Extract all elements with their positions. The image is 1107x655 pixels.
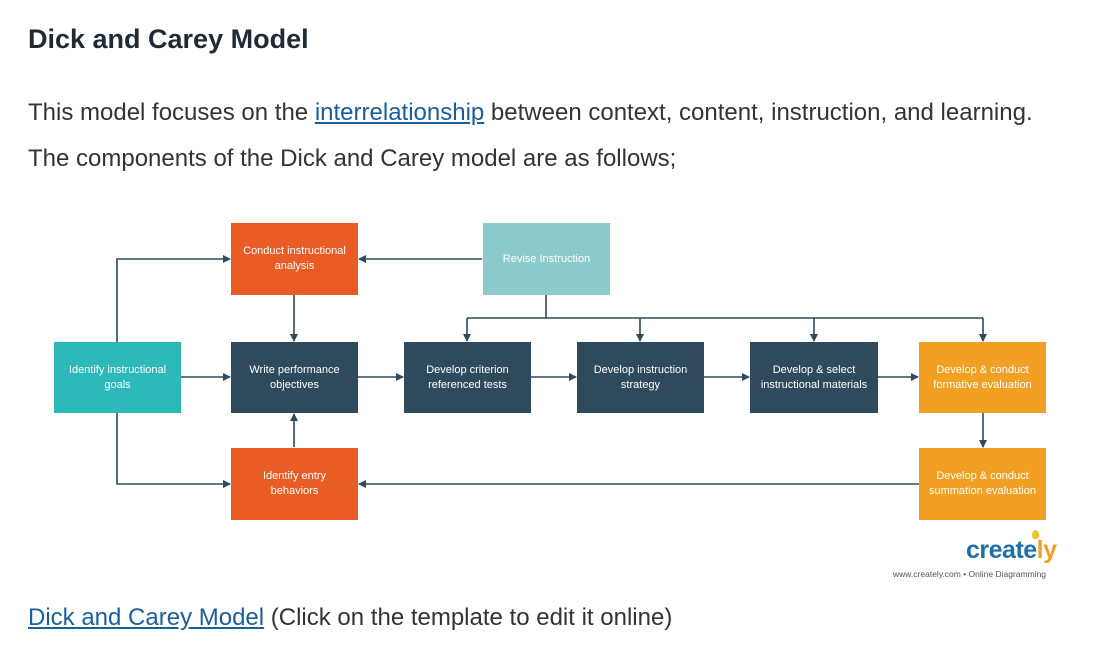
connector-goals-analysis [116, 255, 231, 342]
logo-main: create [966, 536, 1037, 564]
connector-revise-branch [467, 295, 983, 319]
node-criterion-tests[interactable]: Develop criterion referenced tests [404, 342, 531, 413]
footer-text: (Click on the template to edit it online… [264, 604, 673, 631]
intro-text-after: between context, content, instruction, a… [28, 99, 1033, 172]
connector-goals-entry [116, 413, 231, 488]
template-link[interactable]: Dick and Carey Model [28, 604, 265, 631]
node-identify-goals[interactable]: Identify instructional goals [54, 342, 181, 413]
node-revise-instruction[interactable]: Revise Instruction [483, 223, 610, 295]
node-formative-evaluation[interactable]: Develop & conduct formative evaluation [919, 342, 1046, 413]
footer-caption: Dick and Carey Model (Click on the templ… [28, 604, 672, 632]
interrelationship-link[interactable]: interrelationship [314, 99, 485, 126]
creately-tagline: www.creately.com • Online Diagramming [893, 569, 1047, 579]
node-performance-objectives[interactable]: Write performance objectives [231, 342, 358, 413]
node-instruction-strategy[interactable]: Develop instruction strategy [577, 342, 704, 413]
node-instructional-materials[interactable]: Develop & select instructional materials [750, 342, 878, 413]
creately-logo: creately [966, 536, 1057, 565]
intro-paragraph: This model focuses on the interrelations… [28, 90, 1078, 182]
diagram-connectors [116, 255, 987, 488]
creately-bulb-icon [1032, 530, 1039, 539]
logo-accent: ly [1036, 536, 1057, 564]
node-entry-behaviors[interactable]: Identify entry behaviors [231, 448, 358, 520]
page-heading: Dick and Carey Model [28, 24, 309, 54]
node-conduct-analysis[interactable]: Conduct instructional analysis [231, 223, 358, 295]
node-summation-evaluation[interactable]: Develop & conduct summation evaluation [919, 448, 1046, 520]
intro-text-before: This model focuses on the [28, 99, 315, 126]
